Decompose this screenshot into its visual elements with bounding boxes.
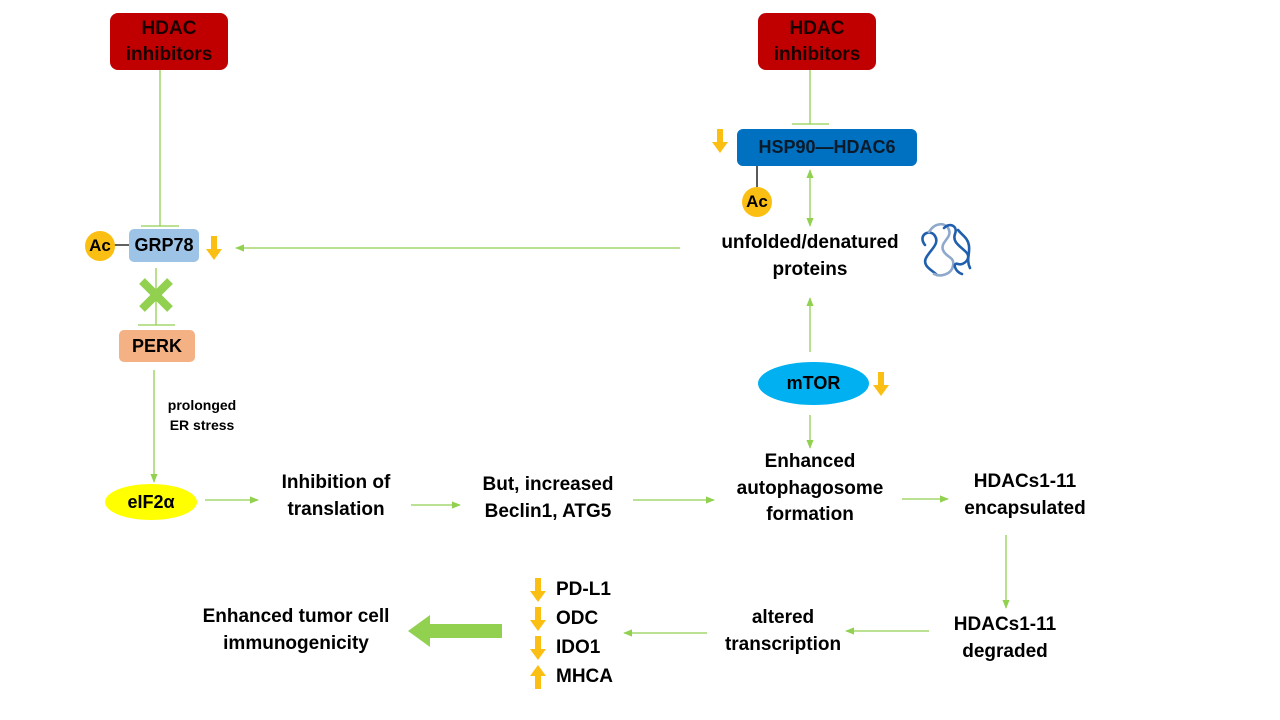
hsp90-hdac6-label: HSP90—HDAC6 (758, 137, 896, 158)
perk-node: PERK (119, 330, 195, 362)
down-arrow-ido1-icon (530, 635, 546, 660)
x-mark-icon (139, 278, 173, 312)
prolonged-er-stress-text: prolonged ER stress (158, 396, 246, 435)
autophagosome-text: Enhanced autophagosome formation (720, 449, 900, 529)
altered-transcription-label: altered transcription (724, 607, 842, 655)
marker-row-pdl1: PD-L1 (530, 575, 611, 604)
down-arrow-hsp90-icon (712, 129, 728, 153)
marker-pdl1-label: PD-L1 (556, 578, 611, 600)
hdacs-encapsulated-text: HDACs1-11 encapsulated (950, 469, 1100, 522)
inhibition-translation-text: Inhibition of translation (266, 470, 406, 523)
big-arrow-immunogenicity (408, 615, 502, 647)
autophagosome-label: Enhanced autophagosome formation (736, 451, 884, 526)
beclin-atg5-label: But, increased Beclin1, ATG5 (482, 474, 614, 522)
ac-hsp90-badge: Ac (742, 187, 772, 217)
hdac-inhibitors-right-label: HDAC inhibitors (773, 17, 861, 65)
unfolded-proteins-label: unfolded/denatured proteins (721, 232, 899, 280)
unfolded-proteins-text: unfolded/denatured proteins (700, 230, 920, 283)
inhibition-translation-label: Inhibition of translation (281, 472, 391, 520)
marker-odc-label: ODC (556, 607, 599, 629)
prolonged-er-stress-label: prolonged ER stress (167, 397, 237, 433)
ac-hsp90-label: Ac (746, 192, 768, 211)
hdacs-degraded-label: HDACs1-11 degraded (953, 614, 1057, 662)
down-arrow-pdl1-icon (530, 577, 546, 602)
unfolded-protein-icon (921, 222, 972, 277)
hdacs-encapsulated-label: HDACs1-11 encapsulated (964, 471, 1086, 519)
hsp90-hdac6-node: HSP90—HDAC6 (737, 129, 917, 166)
hdac-inhibitors-right-node: HDAC inhibitors (758, 13, 876, 70)
eif2a-node: eIF2α (105, 484, 197, 520)
marker-ido1-label: IDO1 (556, 636, 601, 658)
immunogenicity-label: Enhanced tumor cell immunogenicity (202, 606, 390, 654)
marker-row-ido1: IDO1 (530, 633, 600, 662)
marker-row-mhca: MHCA (530, 662, 613, 691)
eif2a-label: eIF2α (127, 491, 175, 512)
grp78-label: GRP78 (134, 235, 194, 256)
down-arrow-mtor-icon (873, 372, 889, 396)
hdac-inhibitors-left-label: HDAC inhibitors (125, 17, 213, 65)
down-arrow-odc-icon (530, 606, 546, 631)
ac-grp78-label: Ac (89, 236, 111, 255)
mtor-node: mTOR (758, 362, 869, 405)
up-arrow-mhca-icon (530, 664, 546, 689)
down-arrow-grp78-icon (206, 236, 222, 260)
beclin-atg5-text: But, increased Beclin1, ATG5 (468, 472, 628, 525)
altered-transcription-text: altered transcription (710, 605, 856, 658)
immunogenicity-text: Enhanced tumor cell immunogenicity (186, 604, 406, 657)
marker-row-odc: ODC (530, 604, 598, 633)
marker-mhca-label: MHCA (556, 665, 613, 687)
hdac-inhibitors-left-node: HDAC inhibitors (110, 13, 228, 70)
perk-label: PERK (131, 335, 182, 356)
ac-grp78-badge: Ac (85, 231, 115, 261)
grp78-node: GRP78 (129, 229, 199, 262)
hdacs-degraded-text: HDACs1-11 degraded (930, 612, 1080, 665)
mtor-label: mTOR (786, 373, 841, 394)
